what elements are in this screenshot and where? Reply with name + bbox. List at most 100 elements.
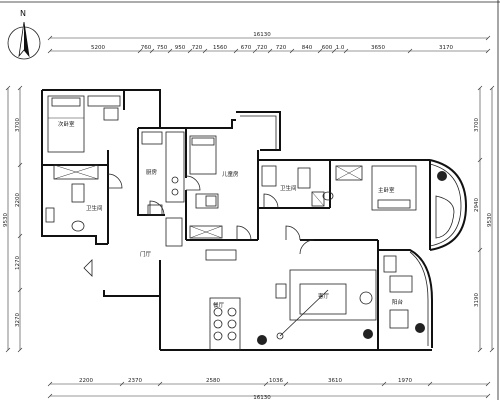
dimension-tick bbox=[17, 287, 23, 293]
kitchen-furniture bbox=[141, 131, 185, 216]
dimension-tick bbox=[233, 48, 239, 54]
dimension-tick bbox=[427, 381, 433, 387]
top-seg-label: 750 bbox=[157, 45, 168, 51]
top-seg-label: 950 bbox=[175, 45, 186, 51]
room-label: 卫生间 bbox=[280, 184, 297, 192]
door-swing bbox=[185, 175, 201, 191]
desk bbox=[195, 193, 219, 209]
pillow bbox=[51, 97, 81, 107]
dimension-tick bbox=[119, 381, 125, 387]
lamp-table bbox=[359, 291, 373, 305]
wall-segment bbox=[409, 251, 429, 346]
room-label: 卫生间 bbox=[86, 204, 103, 212]
top-seg-label: 3650 bbox=[371, 45, 385, 51]
dimension-tick bbox=[202, 48, 208, 54]
wall-segment bbox=[42, 89, 161, 128]
washbasin bbox=[71, 220, 85, 232]
wall-segment bbox=[429, 159, 468, 251]
dimension-tick bbox=[187, 48, 193, 54]
sofa-outline bbox=[289, 269, 377, 321]
wall-segment bbox=[429, 163, 462, 247]
dimension-tick bbox=[485, 381, 491, 387]
bathroom-right-furniture bbox=[261, 165, 334, 207]
bathroom-left-furniture bbox=[45, 164, 99, 232]
tub-hatch bbox=[53, 164, 99, 180]
bottom-seg-label: 1970 bbox=[398, 378, 412, 384]
top-seg-label: 1.0 bbox=[336, 45, 345, 51]
top-seg-label: 1560 bbox=[213, 45, 227, 51]
bottom-seg-label: 2200 bbox=[79, 378, 93, 384]
dimension-tick bbox=[485, 393, 491, 399]
right-seg-label: 2940 bbox=[474, 198, 480, 212]
dimension-tick bbox=[407, 48, 413, 54]
dimension-tick bbox=[47, 35, 53, 41]
bottom-seg-label: 2580 bbox=[206, 378, 220, 384]
dimension-tick bbox=[485, 35, 491, 41]
door-swing bbox=[236, 225, 252, 241]
left-seg-label: 3270 bbox=[15, 313, 21, 327]
coffee-table bbox=[299, 283, 347, 315]
dimension-tick bbox=[331, 48, 337, 54]
master-bedroom-furniture bbox=[335, 165, 455, 239]
bed bbox=[189, 135, 217, 175]
bed bbox=[371, 165, 417, 211]
room-label: 客厅 bbox=[318, 292, 330, 300]
dimension-tick bbox=[157, 381, 163, 387]
dimension-tick bbox=[47, 381, 53, 387]
exterior-walls bbox=[41, 89, 468, 351]
door-swing bbox=[285, 225, 301, 241]
dining-chair bbox=[213, 331, 223, 341]
wardrobe-hatch bbox=[189, 225, 223, 239]
wall-segment bbox=[138, 119, 236, 129]
top-seg-label: 3170 bbox=[439, 45, 453, 51]
top-overall-label: 16130 bbox=[253, 32, 271, 38]
bathtub-round bbox=[435, 195, 455, 239]
left-overall-label: 9530 bbox=[3, 213, 9, 227]
plant bbox=[257, 335, 267, 345]
plant bbox=[415, 323, 425, 333]
wall-segment bbox=[103, 290, 161, 350]
door-swing bbox=[149, 200, 165, 216]
sink bbox=[141, 131, 163, 145]
dimension-tick bbox=[267, 48, 273, 54]
dimension-tick bbox=[477, 157, 483, 163]
room-label: 次卧室 bbox=[58, 120, 75, 128]
cabinet bbox=[311, 191, 325, 207]
bottom-seg-label: 3610 bbox=[328, 378, 342, 384]
room-label: 门厅 bbox=[140, 250, 152, 258]
dimension-tick bbox=[47, 393, 53, 399]
left-seg-label: 3700 bbox=[15, 118, 21, 132]
room-label: 主卧室 bbox=[378, 186, 395, 194]
entry-marker bbox=[83, 259, 93, 277]
console bbox=[205, 249, 237, 261]
right-dimensions: 3700 2940 3190 9530 bbox=[474, 85, 495, 353]
washbasin bbox=[322, 191, 334, 201]
dining-chair bbox=[227, 331, 237, 341]
wardrobe bbox=[189, 225, 223, 239]
armchair bbox=[275, 283, 287, 299]
north-compass: N bbox=[7, 9, 41, 60]
counter bbox=[165, 131, 185, 203]
balcony-furniture bbox=[383, 255, 425, 333]
left-seg-label: 1270 bbox=[15, 256, 21, 270]
dimension-tick bbox=[289, 48, 295, 54]
doors bbox=[107, 173, 315, 255]
bottom-dimensions: 2200 2370 2580 1036 3610 1970 16130 bbox=[47, 378, 491, 400]
dimension-tick bbox=[17, 233, 23, 239]
bottom-seg-label: 1036 bbox=[269, 378, 283, 384]
compass-needle-fill bbox=[24, 22, 29, 56]
top-seg-label: 840 bbox=[302, 45, 313, 51]
shoe-cabinet bbox=[165, 217, 183, 247]
top-seg-label: 720 bbox=[192, 45, 203, 51]
chair bbox=[205, 195, 217, 207]
dining-chair bbox=[227, 307, 237, 317]
room-labels: 次卧室 卫生间 厨房 儿童房 卫生间 主卧室 门厅 餐厅 客厅 阳台 bbox=[58, 120, 404, 309]
chair bbox=[383, 255, 397, 273]
dimension-tick bbox=[5, 347, 11, 353]
room-label: 阳台 bbox=[392, 298, 404, 306]
top-seg-label: 720 bbox=[257, 45, 268, 51]
right-seg-label: 3700 bbox=[474, 118, 480, 132]
dimension-tick bbox=[17, 85, 23, 91]
top-seg-label: 760 bbox=[141, 45, 152, 51]
dining-furniture bbox=[209, 297, 267, 351]
